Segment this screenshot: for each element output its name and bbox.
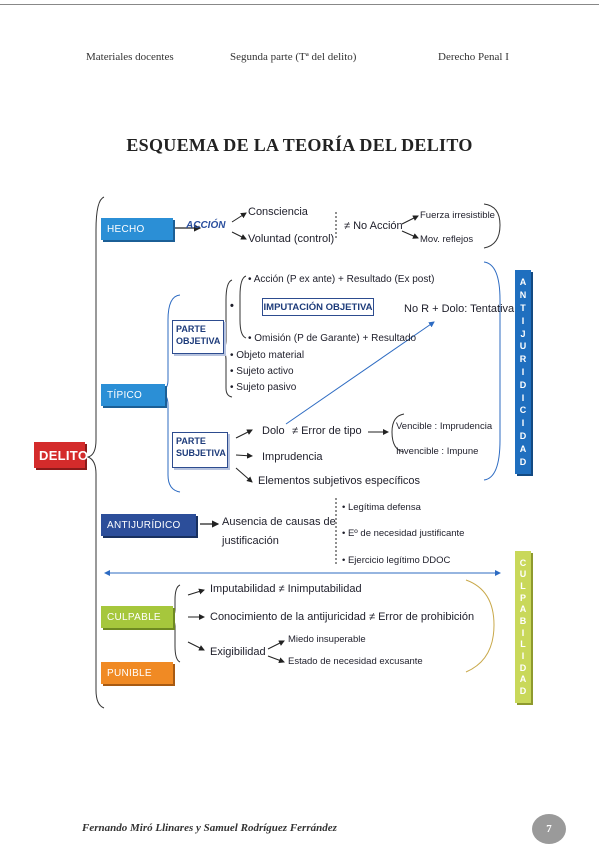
miedo-text: Miedo insuperable xyxy=(288,634,366,645)
antijuridico-box: ANTIJURÍDICO xyxy=(101,514,196,536)
parte-subjetiva-label: PARTE SUBJETIVA xyxy=(176,436,226,458)
culpabilidad-letter: D xyxy=(519,686,527,697)
hecho-label: HECHO xyxy=(107,223,145,235)
parte-objetiva-label: PARTE OBJETIVA xyxy=(176,324,221,346)
antijuridicidad-letter: J xyxy=(520,328,526,339)
legitima-text: • Legítima defensa xyxy=(342,502,421,513)
footer-authors: Fernando Miró Llinares y Samuel Rodrígue… xyxy=(82,822,337,834)
imputacion-box: IMPUTACIÓN OBJETIVA xyxy=(262,298,374,316)
punible-label: PUNIBLE xyxy=(107,667,152,679)
antijuridicidad-letter: A xyxy=(519,443,527,454)
ausencia-text: Ausencia de causas de xyxy=(222,516,336,528)
culpabilidad-letter: D xyxy=(519,662,527,673)
culpabilidad-letter: I xyxy=(521,627,525,638)
culpabilidad-letter: C xyxy=(519,557,527,568)
antijuridicidad-letter: I xyxy=(521,392,525,403)
culpabilidad-letter: I xyxy=(521,651,525,662)
punible-box: PUNIBLE xyxy=(101,662,173,684)
no-accion-text: ≠ No Acción xyxy=(344,220,403,232)
conocimiento-text: Conocimiento de la antijuricidad ≠ Error… xyxy=(210,611,475,623)
antijuridicidad-letter: N xyxy=(519,290,527,301)
delito-box: DELITO xyxy=(34,442,89,468)
culpabilidad-letter: L xyxy=(520,581,526,592)
voluntad-text: Voluntad (control) xyxy=(248,233,335,245)
omision-text: • Omisión (P de Garante) + Resultado xyxy=(248,333,417,344)
vencible-text: Vencible : Imprudencia xyxy=(396,421,493,432)
page-title: ESQUEMA DE LA TEORÍA DEL DELITO xyxy=(126,135,473,155)
culpable-box: CULPABLE xyxy=(101,606,173,628)
culpabilidad-letter: A xyxy=(519,674,527,685)
antijuridicidad-letter: R xyxy=(519,354,527,365)
elementos-text: Elementos subjetivos específicos xyxy=(258,475,421,487)
antijuridico-label: ANTIJURÍDICO xyxy=(107,519,181,531)
tipico-box: TÍPICO xyxy=(101,384,165,406)
header-left: Materiales docentes xyxy=(86,51,174,63)
necesidad-text: • Eº de necesidad justificante xyxy=(342,528,465,539)
page-number-badge: 7 xyxy=(532,814,566,844)
antijuridicidad-letter: I xyxy=(521,366,525,377)
sujeto-activo-text: • Sujeto activo xyxy=(230,366,294,377)
mov-text: Mov. reflejos xyxy=(420,234,474,245)
exigibilidad-text: Exigibilidad xyxy=(210,646,266,658)
culpabilidad-letter: P xyxy=(519,592,526,603)
antijuridicidad-letter: T xyxy=(520,302,526,313)
page-number: 7 xyxy=(546,823,552,835)
antijuridicidad-letter: A xyxy=(519,277,527,288)
culpable-label: CULPABLE xyxy=(107,611,161,623)
header-right: Derecho Penal I xyxy=(438,51,509,63)
dolo-text: Dolo xyxy=(262,425,285,437)
culpabilidad-letter: A xyxy=(519,604,527,615)
top-rule xyxy=(0,4,599,5)
fuerza-text: Fuerza irresistible xyxy=(420,210,495,221)
imprudencia-text: Imprudencia xyxy=(262,451,323,463)
header-center: Segunda parte (Tª del delito) xyxy=(230,51,357,63)
tipico-label: TÍPICO xyxy=(107,389,143,401)
consciencia-text: Consciencia xyxy=(248,206,308,218)
justificacion-text: justificación xyxy=(222,535,279,547)
antijuridicidad-letter: D xyxy=(519,430,527,441)
antijuridicidad-letter: I xyxy=(521,418,525,429)
parte-subjetiva-box: PARTE SUBJETIVA xyxy=(172,432,228,468)
antijuridicidad-letter: D xyxy=(519,456,527,467)
tentativa-text: No R + Dolo: Tentativa xyxy=(404,303,515,315)
accion-ex-post-text: • Acción (P ex ante) + Resultado (Ex pos… xyxy=(248,274,435,285)
bullet-imputacion: • xyxy=(230,300,234,312)
ejercicio-text: • Ejercicio legítimo DDOC xyxy=(342,555,451,566)
antijuridicidad-letter: U xyxy=(519,341,527,352)
accion-label: ACCIÓN xyxy=(186,220,226,231)
imputabilidad-text: Imputabilidad ≠ Inimputabilidad xyxy=(210,583,362,595)
culpabilidad-letter: L xyxy=(520,639,526,650)
culpabilidad-letter: U xyxy=(519,569,527,580)
antijuridicidad-letter: C xyxy=(519,405,527,416)
delito-label: DELITO xyxy=(39,447,89,463)
antijuridicidad-letter: D xyxy=(519,379,527,390)
parte-objetiva-box: PARTE OBJETIVA xyxy=(172,320,224,354)
estado-text: Estado de necesidad excusante xyxy=(288,656,423,667)
hecho-box: HECHO xyxy=(101,218,173,240)
objeto-text: • Objeto material xyxy=(230,350,305,361)
culpabilidad-letter: B xyxy=(519,616,527,627)
sujeto-pasivo-text: • Sujeto pasivo xyxy=(230,382,297,393)
imputacion-label: IMPUTACIÓN OBJETIVA xyxy=(263,301,373,313)
antijuridicidad-letter: I xyxy=(521,315,525,326)
invencible-text: Invencible : Impune xyxy=(396,446,479,457)
error-tipo-text: ≠ Error de tipo xyxy=(292,425,362,437)
